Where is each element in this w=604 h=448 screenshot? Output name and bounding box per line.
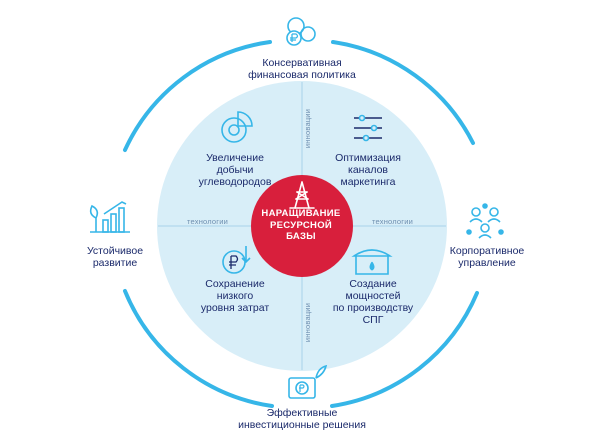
inner-label-top-right: Оптимизация каналов маркетинга [335, 152, 401, 188]
outer-label-right: Корпоративное управление [449, 245, 525, 269]
axis-label-technologies-left: технологии [187, 217, 229, 226]
center-circle [251, 175, 353, 277]
oil-derrick-icon [289, 181, 315, 209]
sliders-icon [354, 114, 382, 142]
pie-chart-icon [221, 111, 253, 143]
axis-label-innovations-bottom: инновации [303, 302, 313, 343]
ruble-sprout-icon [288, 364, 328, 399]
ruble-coins-icon [286, 17, 316, 46]
center-label: НАРАЩИВАНИЕ РЕСУРСНОЙ БАЗЫ [261, 208, 341, 242]
growth-bars-icon [89, 201, 130, 233]
outer-label-bottom: Эффективные инвестиционные решения [238, 407, 366, 431]
inner-label-bottom-left: Сохранение низкого уровня затрат [200, 278, 270, 314]
outer-label-top: Консервативная финансовая политика [248, 57, 356, 81]
axis-label-technologies-right: технологии [372, 217, 414, 226]
inner-label-bottom-right: Создание мощностей по производству СПГ [332, 278, 414, 326]
axis-label-innovations-top: инновации [303, 108, 313, 149]
lng-tank-icon [351, 249, 393, 275]
outer-label-left: Устойчивое развитие [86, 245, 144, 269]
inner-label-top-left: Увеличение добычи углеводородов [198, 152, 272, 188]
people-network-icon [466, 203, 504, 239]
ruble-down-icon [222, 246, 251, 274]
outer-ring [123, 40, 479, 408]
